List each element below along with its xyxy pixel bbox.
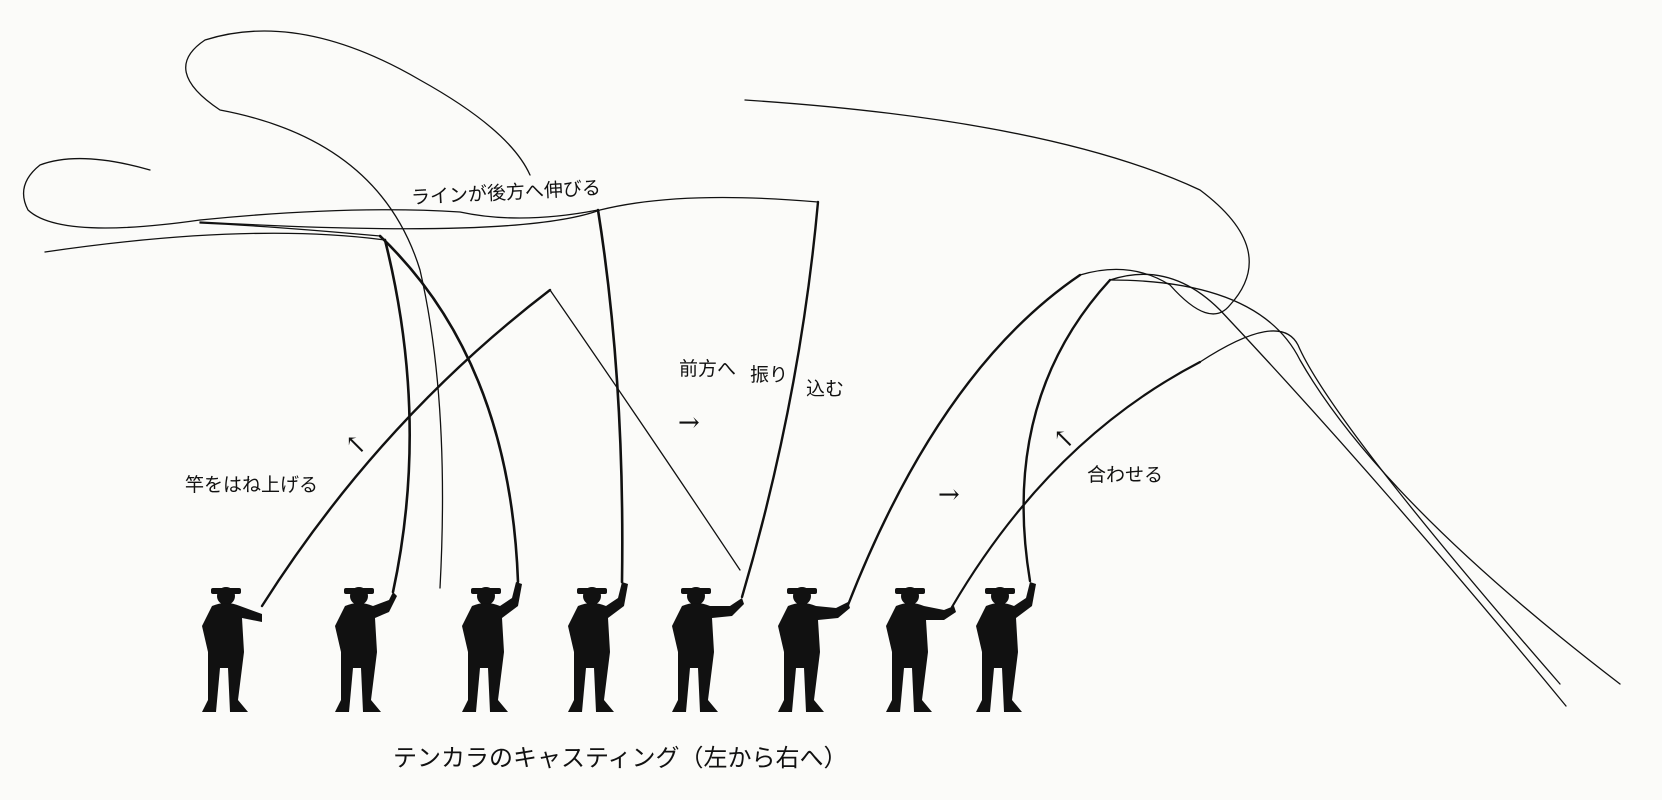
line-4 bbox=[199, 196, 819, 230]
line-8 bbox=[1109, 279, 1621, 685]
angler-group bbox=[202, 582, 1036, 712]
rod-4 bbox=[596, 208, 624, 584]
caption-area: テンカラのキャスティング（左から右へ） bbox=[0, 746, 1662, 786]
label-swing: 振り bbox=[750, 364, 789, 386]
rod-8 bbox=[1022, 278, 1112, 583]
angler-2 bbox=[335, 587, 397, 712]
line-loop-left bbox=[22, 157, 599, 229]
label-set-hook: 合わせる bbox=[1087, 464, 1164, 486]
caption-title: テンカラのキャスティング（左から右へ） bbox=[393, 744, 848, 772]
angler-4 bbox=[568, 582, 628, 712]
line-loop-upper bbox=[185, 30, 531, 589]
label-drive-in: 込む bbox=[806, 378, 845, 400]
rod-7 bbox=[950, 360, 1202, 609]
angler-1 bbox=[202, 587, 262, 712]
rod-1 bbox=[260, 288, 552, 608]
label-raise-rod: 竿をはね上げる bbox=[185, 474, 319, 496]
angler-5 bbox=[672, 587, 744, 712]
label-forward: 前方へ bbox=[679, 358, 737, 380]
rod-3 bbox=[378, 234, 520, 584]
line-2 bbox=[44, 232, 386, 253]
line-3 bbox=[199, 222, 381, 237]
line-7 bbox=[1199, 330, 1561, 685]
angler-7 bbox=[886, 587, 956, 712]
angler-6 bbox=[778, 587, 850, 712]
line-6 bbox=[1109, 273, 1567, 707]
angler-8 bbox=[976, 582, 1036, 712]
rod-5 bbox=[740, 200, 820, 599]
arrow-right-icon: → bbox=[678, 408, 700, 438]
arrow-up-left-icon-2: ↖ bbox=[1053, 424, 1075, 454]
angler-3 bbox=[462, 582, 522, 712]
arrow-right-icon-2: → bbox=[938, 480, 960, 510]
rod-2 bbox=[383, 238, 411, 594]
rod-6 bbox=[846, 273, 1082, 607]
arrow-up-left-icon: ↖ bbox=[345, 430, 367, 460]
line-5 bbox=[744, 99, 1250, 315]
line-1 bbox=[549, 289, 741, 571]
